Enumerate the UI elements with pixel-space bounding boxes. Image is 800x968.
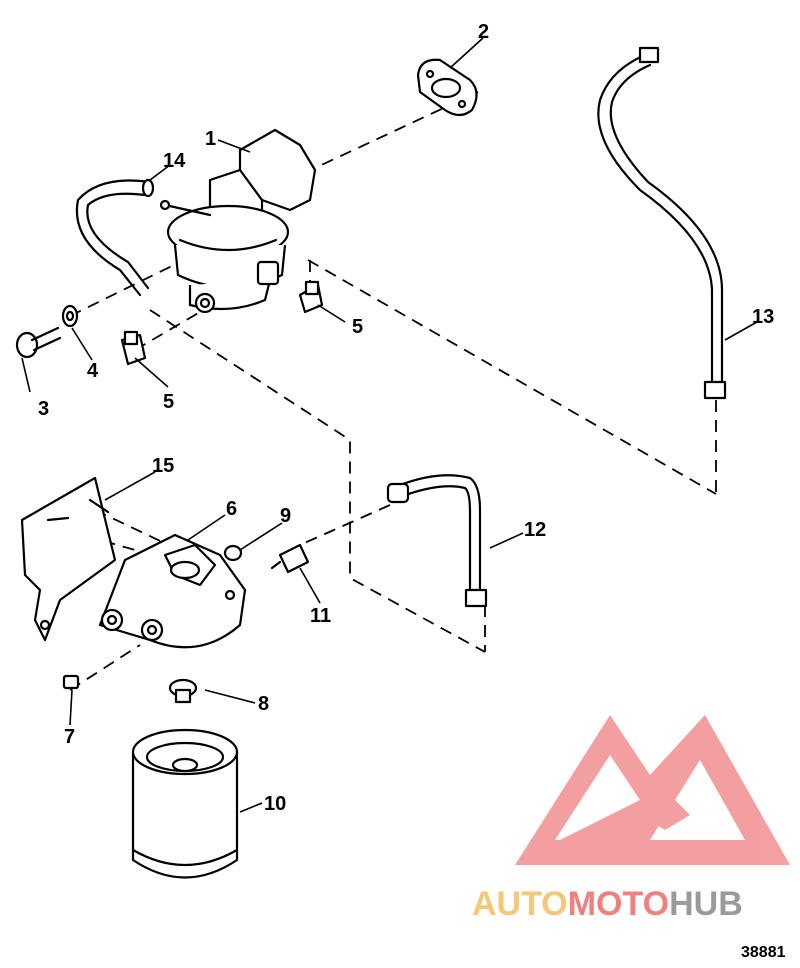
fuel-line-upper bbox=[597, 46, 727, 400]
callout-3: 3 bbox=[38, 398, 49, 420]
elbow-fitting-b bbox=[120, 330, 147, 366]
filter-adapter bbox=[98, 533, 247, 649]
watermark-logo bbox=[515, 715, 790, 865]
pipe-plug bbox=[223, 544, 243, 562]
callout-14: 14 bbox=[163, 150, 186, 172]
callout-5b: 5 bbox=[163, 391, 174, 413]
gasket bbox=[416, 58, 478, 117]
watermark-text: AUTOMOTOHUB bbox=[472, 885, 743, 923]
callout-7: 7 bbox=[64, 726, 75, 748]
elbow-fitting-a bbox=[298, 280, 324, 314]
callout-8: 8 bbox=[258, 693, 269, 715]
filter-nipple bbox=[168, 678, 198, 704]
callout-1: 1 bbox=[205, 128, 216, 150]
fuel-line-lower bbox=[386, 474, 488, 608]
callout-6: 6 bbox=[226, 498, 237, 520]
leader-lines bbox=[21, 37, 758, 813]
figure-number: 38881 bbox=[741, 944, 786, 961]
screw bbox=[15, 326, 62, 359]
fuel-pump bbox=[159, 128, 317, 314]
mounting-bracket bbox=[20, 476, 117, 642]
set-screw bbox=[62, 674, 80, 690]
callout-2: 2 bbox=[478, 21, 489, 43]
callouts: 1 2 3 4 5 5 6 7 8 9 10 11 12 13 14 15 bbox=[38, 21, 774, 815]
fuel-hose bbox=[75, 178, 155, 297]
fuel-fitting bbox=[270, 543, 310, 574]
callout-11: 11 bbox=[310, 605, 331, 627]
assembly-lines bbox=[64, 91, 717, 691]
lock-washer bbox=[61, 304, 79, 328]
watermark-hub: HUB bbox=[669, 885, 743, 923]
watermark-auto: AUTO bbox=[472, 885, 568, 923]
callout-10: 10 bbox=[264, 793, 286, 815]
callout-13: 13 bbox=[752, 306, 774, 328]
callout-15: 15 bbox=[152, 455, 174, 477]
callout-4: 4 bbox=[87, 360, 99, 382]
callout-12: 12 bbox=[524, 519, 546, 541]
callout-5a: 5 bbox=[352, 316, 363, 338]
filter-canister bbox=[131, 728, 239, 879]
callout-9: 9 bbox=[280, 505, 291, 527]
watermark-moto: MOTO bbox=[568, 885, 669, 923]
